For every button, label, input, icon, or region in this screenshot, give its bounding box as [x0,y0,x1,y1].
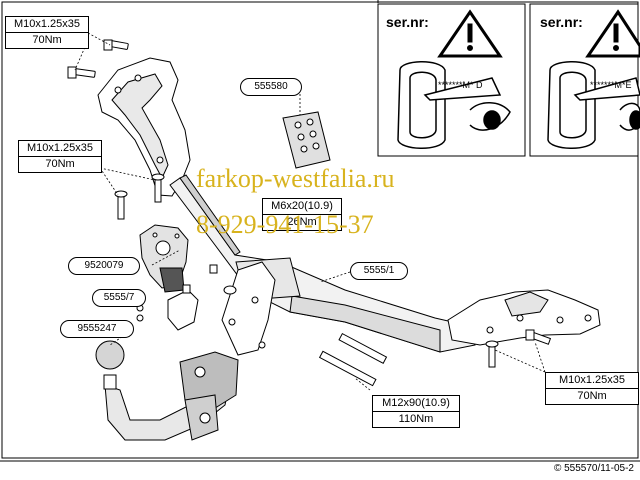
serial-panel-left-title: ser.nr: [386,14,429,30]
part-bracket: 9520079 [68,257,140,275]
tow-ball-assembly [95,340,239,441]
bolts-bottom-right [485,329,552,368]
watermark-phone: 8-929-941-15-37 [196,210,374,239]
callout-top-left: M10x1.25x35 70Nm [5,16,89,49]
left-mount-plate [97,57,191,197]
leader-lines [74,32,546,391]
callout-center: M6x20(10.9) 26Nm [262,198,342,231]
label-kit-card [282,111,331,169]
inspection-window-left [397,61,511,149]
drawing-number: © 555570/11-05-2 [553,463,634,474]
callout-torque: 70Nm [6,32,88,48]
inspection-window-right [547,61,640,149]
serial-panel-left-mark: *******M* D [438,80,483,90]
ball-mount-bracket [139,224,189,293]
callout-spec: M10x1.25x35 [558,374,626,386]
callout-spec: M10x1.25x35 [13,18,81,30]
callout-bottom-right: M10x1.25x35 70Nm [545,372,639,405]
diagram-frame [1,1,639,459]
warning-triangle-right [585,9,640,58]
serial-panels [377,0,639,157]
serial-panel-right-frame [529,3,639,157]
part-small-hardware: 5555/7 [92,289,146,307]
warning-triangle-left [437,9,503,58]
crossbar [169,174,476,353]
callout-mid-left: M10x1.25x35 70Nm [18,140,102,173]
callout-spec: M12x90(10.9) [382,397,450,409]
callout-torque: 70Nm [19,156,101,172]
part-label-kit: 555580 [240,78,302,96]
clamp-piece [167,264,237,331]
small-nuts [136,304,144,322]
serial-panel-left-frame [377,3,526,157]
serial-panel-right-title: ser.nr: [540,14,583,30]
bolts-mid-left [114,173,165,220]
callout-spec: M6x20(10.9) [271,200,333,212]
part-ball: 9555247 [60,320,134,338]
callout-torque: 110Nm [373,411,459,427]
watermark-site: farkop-westfalia.ru [196,164,395,193]
right-mount-bracket [447,289,601,346]
callout-bottom-center: M12x90(10.9) 110Nm [372,395,460,428]
callout-spec: M10x1.25x35 [26,142,94,154]
left-drop-bracket [221,261,276,356]
bolts-top-left [67,39,129,79]
part-crossbar: 5555/1 [350,262,408,280]
serial-panel-right-mark: *******M*E [590,80,632,90]
callout-torque: 70Nm [546,388,638,404]
long-bolts [318,332,388,387]
callout-torque: 26Nm [263,214,341,230]
